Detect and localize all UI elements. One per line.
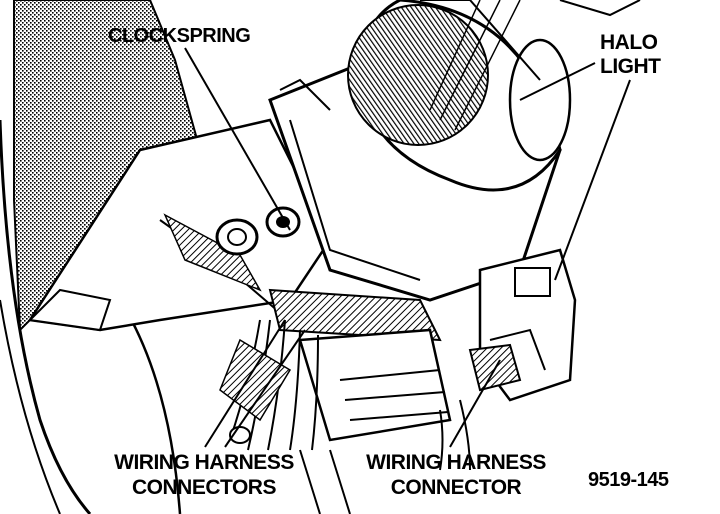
connectors-leader-1 [204,319,286,448]
wiring-harness-connector-line2: CONNECTOR [390,476,522,499]
halo-light-leader-2 [554,79,631,281]
halo-light-label-line2: LIGHT [600,55,661,78]
wiring-harness-connector-line1: WIRING HARNESS [366,451,546,474]
connectors-leader-2 [224,329,306,448]
halo-light-label-line1: HALO [600,31,658,54]
halo-light-label: HALO LIGHT [600,32,661,77]
clockspring-leader [184,47,291,231]
steering-shaft [347,0,641,192]
wiring-connectors [268,288,522,442]
leader-lines [184,47,631,448]
halo-light-leader [519,62,596,101]
figure-number: 9519-145 [588,469,669,491]
wiring-harness-connectors-line1: WIRING HARNESS [114,451,294,474]
wiring-harness-connector-label: WIRING HARNESS CONNECTOR [360,452,552,498]
connector-leader [449,359,501,448]
wiring-harness-connectors-line2: CONNECTORS [132,476,276,499]
wiring-harness-connectors-label: WIRING HARNESS CONNECTORS [110,452,298,498]
bolt-heads [215,206,301,256]
clockspring-label: CLOCKSPRING [108,25,251,47]
